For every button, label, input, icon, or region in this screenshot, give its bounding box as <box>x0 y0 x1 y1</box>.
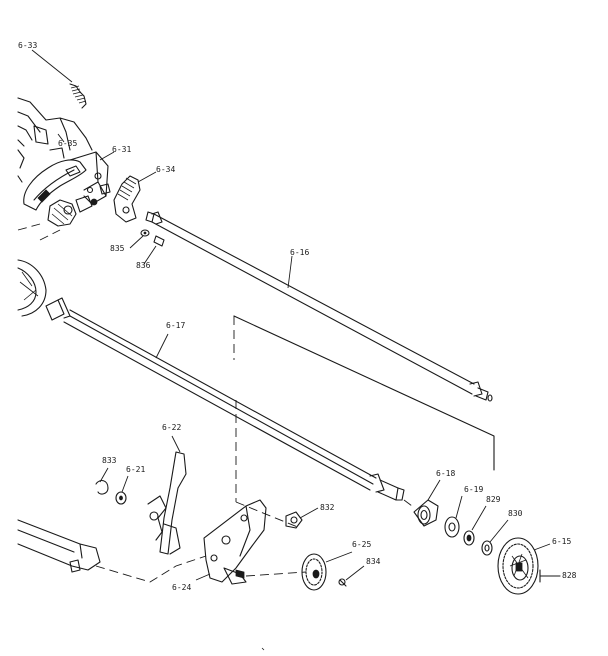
release-lever <box>23 159 87 211</box>
shaft-6-16 <box>145 211 493 402</box>
bracket-6-22 <box>147 451 187 555</box>
print-speck <box>261 647 265 651</box>
label-6-25: 6-25 <box>352 540 372 549</box>
housing-fragment <box>17 97 93 183</box>
label-6-21: 6-21 <box>126 465 146 474</box>
label-6-15: 6-15 <box>552 537 572 546</box>
washer-835 <box>140 229 150 237</box>
clip-833 <box>95 479 109 495</box>
washer-6-19 <box>444 516 460 538</box>
spring-6-33 <box>69 83 87 109</box>
label-6-18: 6-18 <box>436 469 456 478</box>
label-833: 833 <box>102 456 117 465</box>
screw-836 <box>153 235 165 247</box>
label-6-33: 6-33 <box>18 41 38 50</box>
washer-829 <box>463 530 475 546</box>
label-829: 829 <box>486 495 501 504</box>
label-6-31: 6-31 <box>112 145 132 154</box>
label-6-19: 6-19 <box>464 485 484 494</box>
gear-6-15 <box>497 537 539 595</box>
plate-6-24 <box>203 499 267 585</box>
leader-lines <box>31 49 551 581</box>
washer-830 <box>481 540 493 556</box>
assembly-panel <box>233 315 495 529</box>
knob-6-34 <box>113 175 141 223</box>
label-6-16: 6-16 <box>290 248 310 257</box>
bracket-6-31 <box>69 151 111 205</box>
washer-6-21 <box>115 491 127 505</box>
left-drum <box>17 259 47 317</box>
handle-bar <box>17 519 101 573</box>
pin-828 <box>539 569 561 583</box>
label-835: 835 <box>110 244 125 253</box>
label-6-34: 6-34 <box>156 165 176 174</box>
label-836: 836 <box>136 261 151 270</box>
label-832: 832 <box>320 503 335 512</box>
label-828: 828 <box>562 571 577 580</box>
label-830: 830 <box>508 509 523 518</box>
nut-832 <box>285 511 303 529</box>
screw-834 <box>338 578 347 587</box>
bushing-6-18 <box>413 499 439 527</box>
label-834: 834 <box>366 557 381 566</box>
label-6-24: 6-24 <box>172 583 192 592</box>
label-6-17: 6-17 <box>166 321 186 330</box>
flow-lines <box>17 223 307 583</box>
shaft-6-17 <box>45 297 405 501</box>
label-6-22: 6-22 <box>162 423 182 432</box>
lever-mechanism <box>47 195 98 227</box>
label-6-35: 6-35 <box>58 139 78 148</box>
